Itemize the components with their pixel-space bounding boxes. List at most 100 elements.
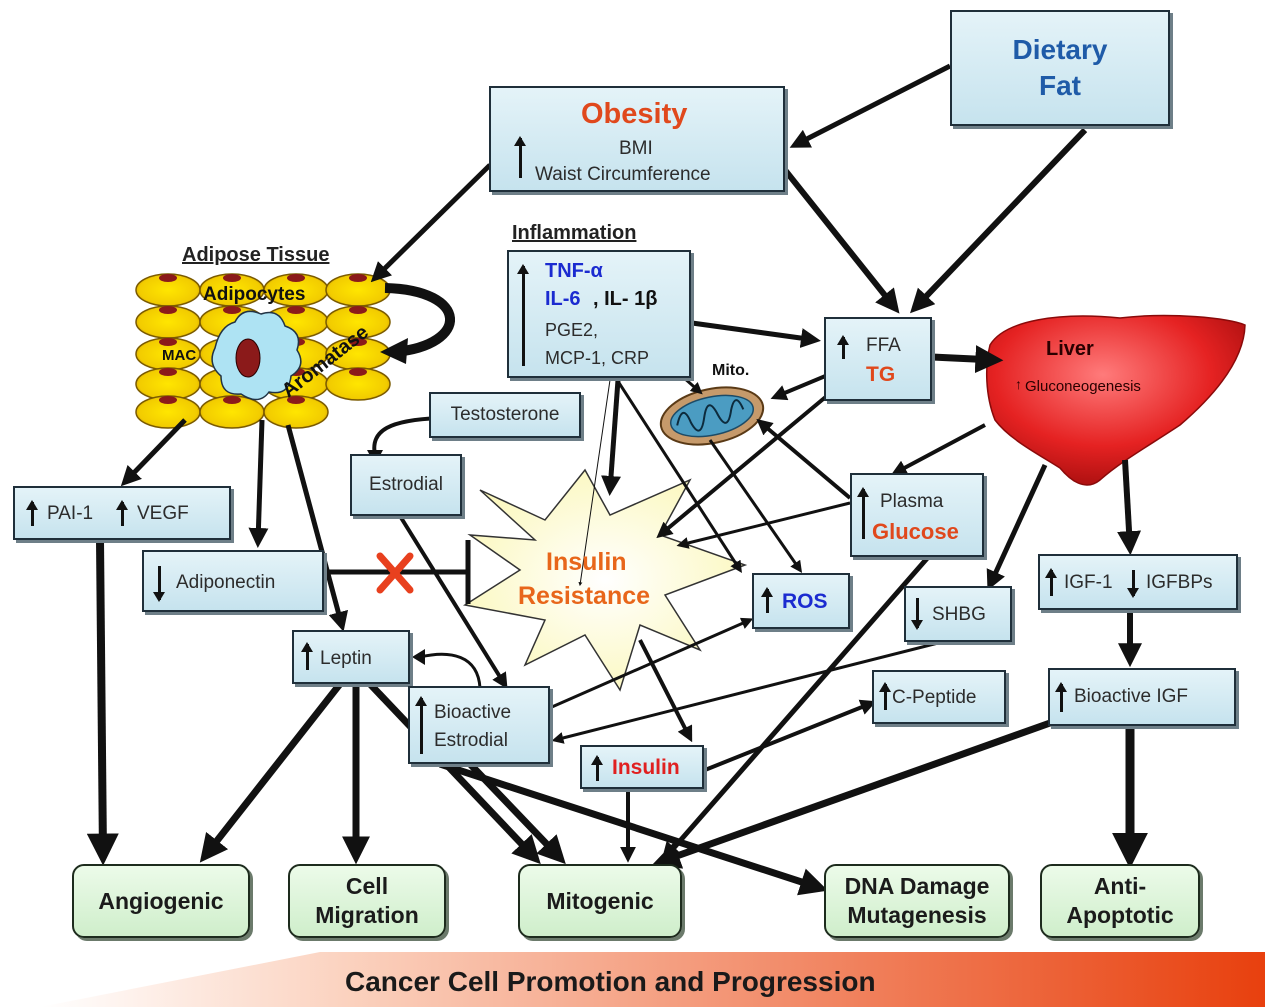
testosterone-box: Testosterone xyxy=(429,392,581,438)
bioactive-igf-box: Bioactive IGF xyxy=(1048,668,1236,726)
connector-arrow xyxy=(610,371,742,574)
curved-arrow-adipose-loop xyxy=(380,283,455,364)
plasma-label: Plasma xyxy=(880,491,944,512)
adipocyte-nucleus xyxy=(159,274,177,282)
shbg-label: SHBG xyxy=(932,604,986,625)
ros-label: ROS xyxy=(782,590,828,613)
vegf-label: VEGF xyxy=(137,503,189,524)
plasma-glucose-box: Plasma Glucose xyxy=(850,473,984,557)
connector-arrow xyxy=(551,638,951,744)
adipocyte-nucleus xyxy=(159,368,177,376)
connector-arrow xyxy=(704,699,877,772)
gluconeogenesis-label: Gluconeogenesis xyxy=(1025,378,1141,395)
connector-arrow xyxy=(638,639,693,743)
decrease-arrow-icon xyxy=(1127,570,1139,598)
pai-vegf-box: PAI-1 VEGF xyxy=(13,486,231,540)
mitogenic-label: Mitogenic xyxy=(546,887,654,914)
connector-arrow xyxy=(691,320,821,348)
bioactive-estrodial-line2: Estrodial xyxy=(434,730,508,751)
connector-arrow xyxy=(656,383,842,539)
adipocyte-nucleus xyxy=(287,306,305,314)
dna-damage-label: DNA Damage Mutagenesis xyxy=(844,873,990,928)
macrophage-cell xyxy=(211,310,302,401)
bioactive-igf-label: Bioactive IGF xyxy=(1074,686,1189,707)
increase-arrow-icon xyxy=(1055,682,1067,712)
adipocyte-nucleus xyxy=(349,306,367,314)
inflammation-title: Inflammation xyxy=(512,222,637,244)
dietary-fat-line2: Fat xyxy=(1039,70,1081,101)
adiponectin-label: Adiponectin xyxy=(176,572,276,593)
dietary-fat-box: Dietary Fat xyxy=(950,10,1170,126)
adipocyte-nucleus xyxy=(223,306,241,314)
glucose-label: Glucose xyxy=(872,519,959,544)
outcome-cell-migration: Cell Migration xyxy=(288,864,446,938)
bioactive-estrodial-box: Bioactive Estrodial xyxy=(408,686,550,764)
adipocyte-nucleus xyxy=(223,396,241,404)
banner-title: Cancer Cell Promotion and Progression xyxy=(345,966,876,997)
shbg-box: SHBG xyxy=(904,586,1012,642)
leptin-label: Leptin xyxy=(320,648,372,669)
leptin-box: Leptin xyxy=(292,630,410,684)
adipocytes-label: Adipocytes xyxy=(203,284,306,305)
insulin-label: Insulin xyxy=(612,756,680,779)
connector-arrow xyxy=(601,379,621,496)
liver-increase-icon: ↑ xyxy=(1015,376,1022,392)
decrease-arrow-icon xyxy=(153,566,165,602)
insulin-box: Insulin xyxy=(580,745,704,789)
tnf-alpha-label: TNF-α xyxy=(545,260,603,282)
increase-arrow-icon xyxy=(591,755,603,781)
bioactive-estrodial-line1: Bioactive xyxy=(434,702,512,723)
il1-label: , IL- 1β xyxy=(593,288,658,310)
adipocyte-nucleus xyxy=(159,338,177,346)
pai1-label: PAI-1 xyxy=(47,503,94,524)
increase-arrow-icon xyxy=(879,682,891,710)
obesity-title: Obesity xyxy=(581,98,688,130)
ffa-tg-box: FFA TG xyxy=(824,317,932,401)
outcome-anti-apoptotic: Anti- Apoptotic xyxy=(1040,864,1200,938)
connector-arrow xyxy=(578,379,611,587)
inhibition-line xyxy=(322,540,471,604)
obesity-box: Obesity BMI Waist Circumference xyxy=(489,86,785,192)
insulin-resistance-starburst xyxy=(462,468,748,692)
mito-label: Mito. xyxy=(712,362,750,379)
connector-arrow xyxy=(544,617,754,712)
curved-arrow-to-leptin xyxy=(412,649,482,689)
decrease-arrow-icon xyxy=(911,598,923,630)
cell-migration-label: Cell Migration xyxy=(315,873,419,928)
adipocyte-nucleus xyxy=(349,274,367,282)
connector-arrow xyxy=(285,424,349,632)
ros-box: ROS xyxy=(752,573,850,629)
outcome-dna-damage: DNA Damage Mutagenesis xyxy=(824,864,1010,938)
connector-arrow xyxy=(120,418,187,487)
adipocyte-nucleus xyxy=(287,396,305,404)
connector-arrow xyxy=(652,719,1052,869)
dietary-fat-line1: Dietary xyxy=(1012,34,1108,65)
connector-arrow xyxy=(398,514,508,690)
adipocyte-nucleus xyxy=(159,396,177,404)
increase-arrow-icon xyxy=(116,500,128,526)
connector-arrow xyxy=(910,127,1088,314)
connector-arrow xyxy=(661,553,932,863)
igf-box: IGF-1 IGFBPs xyxy=(1038,554,1238,610)
obesity-waist: Waist Circumference xyxy=(535,164,711,185)
connector-arrow xyxy=(438,760,828,896)
adiponectin-box: Adiponectin xyxy=(142,550,324,612)
mac-label: MAC xyxy=(162,347,197,364)
insulin-resistance-line2: Resistance xyxy=(518,582,651,610)
connector-arrow xyxy=(782,168,900,314)
increase-arrow-icon xyxy=(26,500,38,526)
testosterone-label: Testosterone xyxy=(450,404,560,425)
increase-arrow-icon xyxy=(837,335,849,359)
il6-label: IL-6 xyxy=(545,288,581,310)
connector-arrow xyxy=(676,501,851,549)
insulin-resistance-line1: Insulin xyxy=(546,548,627,576)
increase-arrow-icon xyxy=(301,642,313,670)
connector-arrow xyxy=(890,423,986,476)
increase-arrow-icon xyxy=(517,264,529,366)
increase-arrow-icon xyxy=(514,136,526,178)
increase-arrow-icon xyxy=(1045,568,1057,596)
estrodial-label: Estrodial xyxy=(369,474,443,495)
connector-arrow xyxy=(986,463,1048,591)
pge2-label: PGE2, xyxy=(545,320,599,340)
liver-shape xyxy=(985,314,1246,486)
